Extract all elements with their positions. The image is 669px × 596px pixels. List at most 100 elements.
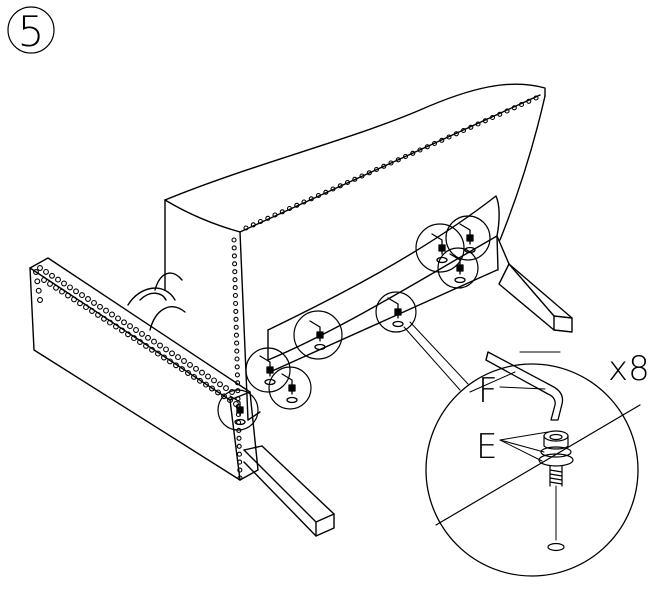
nailhead [237, 467, 243, 473]
nailhead [107, 319, 113, 326]
nailhead [121, 319, 127, 326]
nailhead [185, 370, 191, 376]
step-number-badge: 5 [7, 6, 55, 56]
nailhead [236, 435, 242, 441]
nailhead [475, 121, 481, 127]
nailhead [155, 350, 161, 357]
nailhead [85, 296, 91, 302]
nailhead [157, 342, 163, 349]
nailhead [234, 356, 240, 362]
nailhead [149, 346, 155, 353]
nailhead [533, 95, 539, 101]
bracket-callout-6 [415, 223, 465, 273]
nailhead [460, 127, 467, 134]
nailhead [231, 245, 237, 251]
nailhead [215, 389, 221, 396]
bolt-label: E [476, 427, 497, 467]
screw-hole [454, 276, 466, 284]
nailhead [359, 173, 365, 179]
step-number: 5 [18, 7, 45, 56]
nailhead [417, 147, 423, 153]
nailhead [101, 315, 107, 322]
nailhead [103, 307, 109, 314]
detail-circle [425, 363, 639, 577]
sofa-back [164, 83, 546, 421]
nailhead [41, 277, 47, 283]
bracket-callout-2 [245, 347, 291, 393]
nailhead [489, 114, 496, 121]
nailhead [431, 140, 438, 147]
nailhead [315, 192, 322, 199]
nailhead [233, 300, 239, 307]
nailhead [233, 316, 239, 322]
nailhead [167, 358, 173, 365]
bracket-callouts [217, 215, 491, 431]
nailhead [232, 277, 238, 283]
nailhead [143, 342, 149, 349]
nailhead [221, 393, 227, 400]
nailhead [169, 350, 175, 357]
nailhead [388, 160, 394, 166]
nailhead [199, 369, 205, 376]
allen-key-label: F [478, 371, 498, 411]
nailhead [217, 381, 223, 388]
nailhead [34, 278, 41, 285]
nailhead [233, 401, 239, 407]
nailhead [410, 150, 416, 156]
nailhead [187, 361, 193, 368]
nailhead [137, 339, 143, 345]
nailhead-trim-arm [33, 265, 239, 407]
nailhead [381, 163, 387, 169]
nailhead [279, 209, 285, 215]
nailhead [49, 272, 55, 279]
nailhead [203, 381, 209, 388]
screw-hole [286, 396, 298, 404]
nailhead [47, 280, 53, 287]
nailhead [308, 196, 314, 202]
nailhead [77, 300, 83, 307]
nailhead [89, 308, 95, 314]
nailhead [133, 327, 139, 333]
bolt-head [288, 384, 296, 392]
nailhead [373, 166, 380, 173]
nailhead [131, 335, 137, 342]
detail-leader-lines [403, 321, 469, 391]
nailhead [446, 134, 452, 140]
nailhead [175, 354, 181, 361]
nailhead [236, 451, 242, 457]
nailhead [67, 284, 73, 291]
nailhead [91, 299, 97, 306]
nailhead [79, 292, 85, 299]
nailhead [232, 261, 238, 267]
nailhead [125, 331, 131, 338]
nailhead [265, 215, 271, 221]
nailhead [179, 366, 185, 373]
nailhead-trim-back [231, 95, 539, 481]
screw-hole [314, 343, 326, 351]
nailhead [35, 287, 42, 294]
nailhead [233, 308, 239, 314]
nailhead [109, 311, 115, 318]
nailhead [337, 183, 343, 189]
bolt-head [316, 331, 324, 339]
nailhead [233, 324, 239, 330]
nailhead [163, 346, 169, 353]
hardware-detail: F E x8 [425, 349, 650, 577]
bracket-callout-4 [293, 310, 343, 360]
nailhead [211, 377, 217, 384]
bolt-head [236, 406, 244, 414]
nailhead [231, 237, 237, 243]
nailhead [55, 276, 61, 283]
nailhead [119, 327, 125, 334]
nailhead [205, 373, 211, 380]
nailhead [232, 285, 238, 291]
nailhead [113, 323, 119, 330]
screw-hole [436, 256, 448, 264]
nailhead [97, 303, 103, 310]
nailhead [115, 315, 121, 322]
nailhead [65, 292, 71, 299]
nailhead [286, 205, 293, 212]
nailhead [330, 186, 336, 192]
nailhead [257, 218, 264, 225]
